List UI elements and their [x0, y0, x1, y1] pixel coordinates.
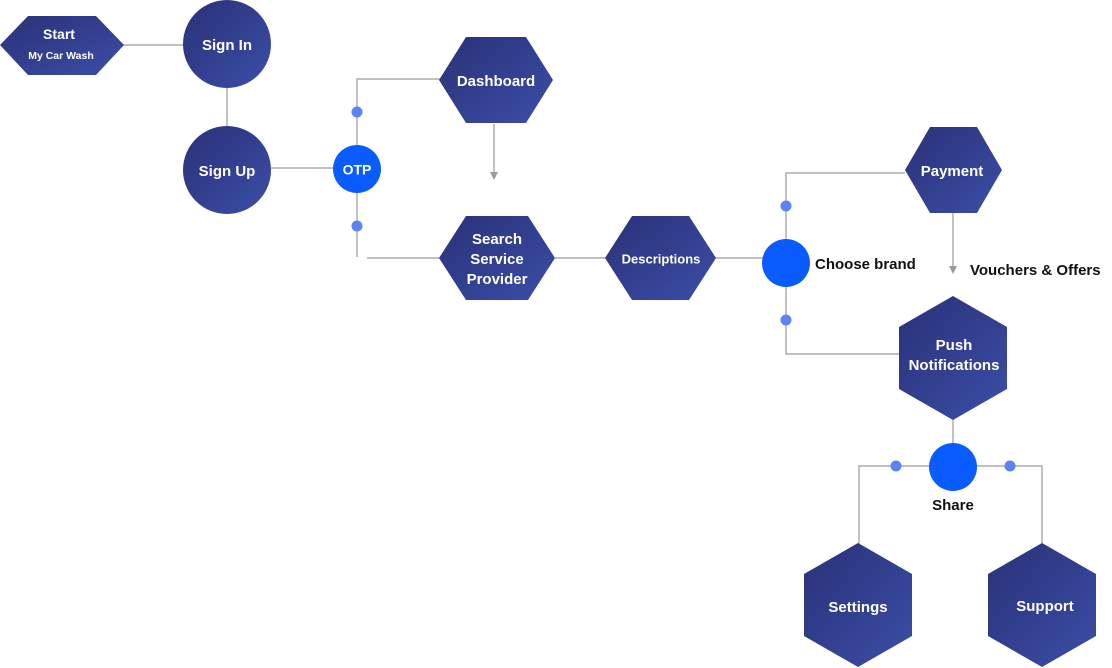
otp-label: OTP [343, 162, 372, 178]
dot-otp-top [351, 106, 363, 118]
node-sign-in[interactable]: Sign In [183, 0, 271, 88]
support-label: Support [1016, 598, 1074, 615]
support-shape [988, 543, 1096, 667]
share-label: Share [932, 497, 974, 514]
dot-otp-bottom [351, 220, 363, 232]
connector-dots [351, 106, 1016, 472]
sign-up-shape [183, 126, 271, 214]
dot-share-right [1004, 460, 1016, 472]
choose-brand-label: Choose brand [815, 256, 916, 273]
descriptions-label: Descriptions [622, 251, 701, 266]
node-sign-up[interactable]: Sign Up [183, 126, 271, 214]
descriptions-shape [605, 216, 716, 300]
push-notifications-shape [899, 296, 1007, 420]
push-notifications-line-1: Push [936, 337, 973, 354]
node-search-service-provider[interactable]: Search Service Provider [439, 216, 555, 300]
node-push-notifications[interactable]: Push Notifications [899, 296, 1007, 420]
dashboard-label: Dashboard [457, 73, 535, 90]
node-support[interactable]: Support [988, 543, 1096, 667]
edge-share-settings [858, 465, 931, 545]
edge-share-support [976, 465, 1043, 545]
start-shape [0, 16, 124, 75]
node-vouchers-offers[interactable]: Vouchers & Offers [970, 262, 1101, 279]
search-provider-line-1: Search [472, 231, 522, 248]
sign-in-label: Sign In [202, 37, 252, 54]
start-subtitle: My Car Wash [28, 50, 94, 62]
edge-brand-payment [785, 172, 905, 240]
sign-up-label: Sign Up [199, 163, 256, 180]
node-settings[interactable]: Settings [804, 543, 912, 667]
node-choose-brand[interactable]: Choose brand [762, 239, 916, 287]
edge-otp-dashboard [356, 78, 440, 146]
dot-share-left [890, 460, 902, 472]
search-provider-shape [439, 216, 555, 300]
payment-shape [905, 127, 1002, 213]
vouchers-offers-label: Vouchers & Offers [970, 262, 1101, 279]
node-otp[interactable]: OTP [333, 145, 381, 193]
edge-brand-push [785, 286, 900, 355]
arrow-payment [949, 266, 957, 274]
push-notifications-line-2: Notifications [909, 357, 1000, 374]
otp-shape [333, 145, 381, 193]
search-provider-line-3: Provider [467, 271, 528, 288]
node-start[interactable]: Start My Car Wash [0, 16, 124, 75]
dot-brand-top [780, 200, 792, 212]
node-payment[interactable]: Payment [905, 127, 1002, 213]
connectors [122, 44, 1043, 545]
choose-brand-shape [762, 239, 810, 287]
arrow-dashboard [490, 172, 498, 180]
node-dashboard[interactable]: Dashboard [439, 37, 553, 123]
dot-brand-bottom [780, 314, 792, 326]
dashboard-shape [439, 37, 553, 123]
search-provider-line-2: Service [470, 251, 523, 268]
sign-in-shape [183, 0, 271, 88]
start-title: Start [43, 26, 75, 42]
settings-shape [804, 543, 912, 667]
payment-label: Payment [921, 163, 984, 180]
node-descriptions[interactable]: Descriptions [605, 216, 716, 300]
settings-label: Settings [828, 599, 887, 616]
share-shape [929, 443, 977, 491]
node-share[interactable]: Share [929, 443, 977, 514]
